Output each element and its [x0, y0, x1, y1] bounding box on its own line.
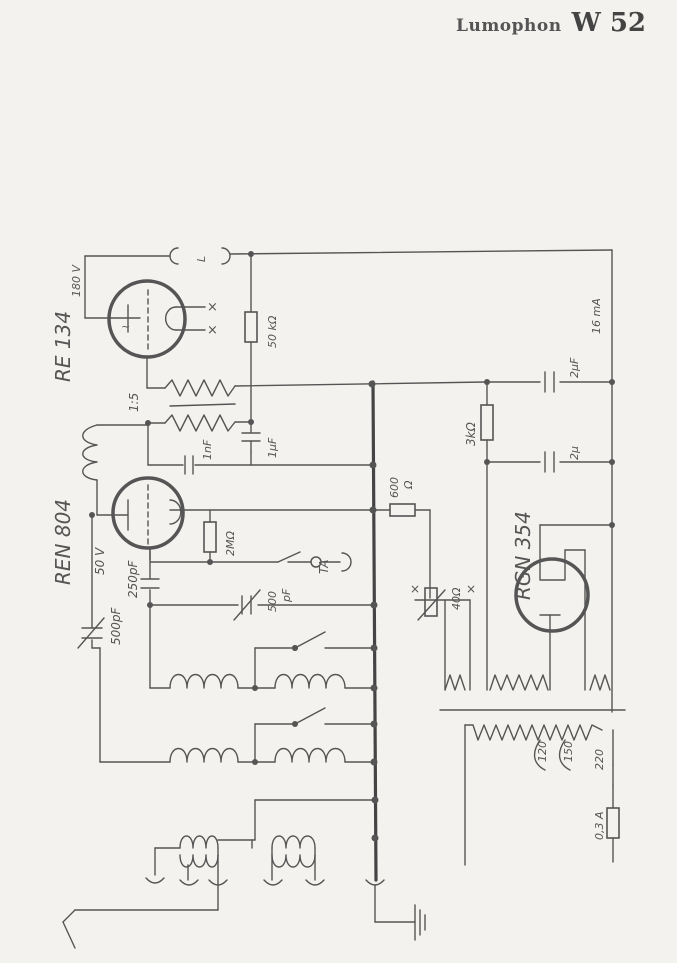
label-3k: 3kΩ — [464, 421, 478, 446]
label-180v: 180 V — [70, 264, 83, 297]
label-ren804: REN 804 — [51, 499, 75, 585]
ground-symbol — [414, 904, 426, 941]
label-500: 500 — [266, 591, 279, 612]
switches — [277, 551, 326, 725]
grid-coil — [82, 424, 98, 481]
capacitor-1nf — [184, 455, 194, 475]
ground-bus — [371, 380, 378, 882]
capacitor-2uf-a — [544, 371, 555, 393]
power-transformer — [439, 674, 626, 771]
label-2uf: 2µF — [568, 357, 581, 378]
label-250pf: 250pF — [126, 559, 140, 598]
resistor-50k — [244, 311, 258, 343]
capacitor-500pf-variable — [233, 589, 261, 621]
resistor-600 — [389, 503, 416, 517]
label-pf: pF — [280, 588, 293, 603]
capacitor-500pf-tuning — [77, 617, 105, 649]
label-500pf: 500pF — [109, 606, 123, 645]
potentiometer-40: × × — [410, 582, 476, 621]
rectifier-rgn354-symbol — [514, 549, 590, 633]
label-50k: 50 kΩ — [266, 315, 279, 348]
label-600-ohm: Ω — [402, 480, 415, 490]
label-tap-220: 220 — [593, 749, 606, 770]
svg-text:~: ~ — [121, 320, 130, 333]
tube-ren804-symbol — [111, 476, 185, 561]
capacitor-1uf — [241, 432, 261, 453]
antenna-coils — [179, 835, 316, 868]
capacitor-2uf-b — [544, 451, 555, 473]
svg-text:×: × — [410, 582, 420, 596]
label-tap-120: 120 — [536, 741, 549, 762]
label-1nf: 1nF — [201, 439, 214, 460]
transformer-secondary — [164, 403, 236, 432]
label-600: 600 — [388, 477, 401, 498]
label-fuse: 0,3 A — [593, 811, 606, 840]
label-ratio: 1:5 — [127, 393, 141, 412]
wires — [62, 249, 614, 949]
junction-dots — [89, 251, 615, 842]
coils-row1 — [169, 673, 346, 689]
ta-jack — [310, 552, 352, 572]
transformer-primary — [164, 379, 236, 397]
capacitor-250pf — [140, 578, 160, 589]
label-2u: 2µ — [568, 446, 581, 460]
resistor-3k — [480, 404, 494, 441]
label-rgn354: RGN 354 — [511, 511, 535, 600]
brand-name: Lumophon — [456, 16, 562, 36]
antenna-terminals — [145, 877, 385, 886]
svg-text:×: × — [207, 323, 218, 338]
label-re134: RE 134 — [51, 311, 75, 382]
label-plug-l: L — [195, 256, 208, 262]
model-number: W 52 — [571, 8, 647, 38]
label-1uf: 1µF — [266, 437, 279, 458]
svg-text:×: × — [466, 582, 476, 596]
label-tap-150: 150 — [562, 741, 575, 762]
label-50v: 50 V — [93, 547, 107, 575]
schematic-title: Lumophon W 52 — [456, 8, 646, 38]
svg-text:×: × — [207, 300, 218, 315]
plug-l-jack — [169, 247, 231, 265]
label-40-ohm: 40Ω — [450, 587, 463, 610]
resistor-2m — [203, 521, 217, 553]
tube-re134-symbol: × × ~ — [107, 279, 218, 359]
coils-row2 — [169, 747, 346, 763]
label-ta: TA — [317, 560, 331, 574]
label-2m: 2MΩ — [224, 531, 237, 556]
label-16ma: 16 mA — [590, 298, 603, 334]
fuse — [606, 764, 620, 839]
